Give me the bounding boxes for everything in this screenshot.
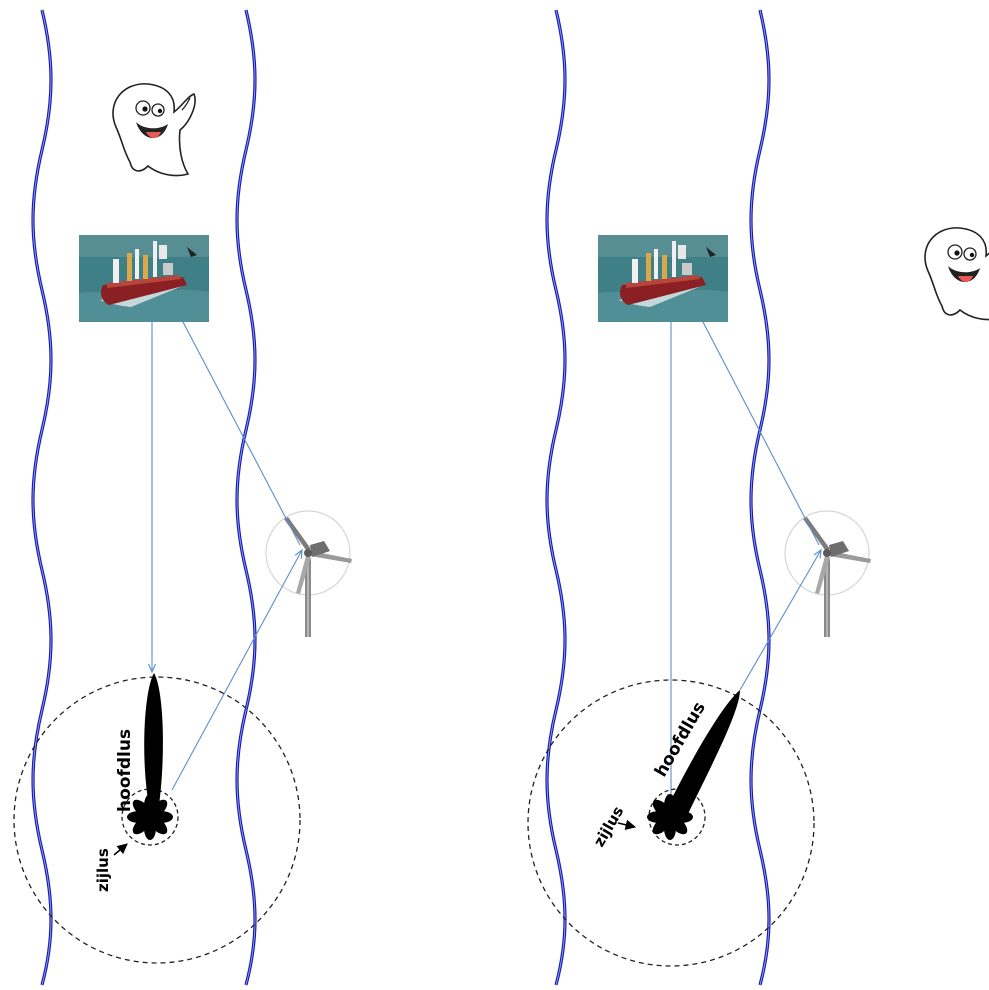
side-lobe-arrow [114,844,127,855]
side-lobe-arrow [618,823,635,827]
ghost-icon [925,228,989,320]
main-lobe-shape [144,673,163,812]
wind-turbine-icon [266,511,352,637]
river-bank-left [547,10,565,985]
river-bank-left [33,10,51,985]
wind-turbine-icon [785,511,871,637]
ship-image [79,235,209,322]
river-bank-right [751,10,769,985]
right-panel: hoofdlus zijlus [528,10,989,985]
side-lobe-label: zijlus [590,803,628,850]
river-bank-right [237,10,255,985]
ship-image [598,235,728,322]
ship-to-turbine-line [183,322,300,545]
ghost-icon [113,84,195,176]
ship-to-turbine-line [703,322,819,545]
main-lobe-label: hoofdlus [115,729,135,812]
side-lobe-label: zijlus [94,848,112,892]
radar-to-turbine-line [740,550,821,690]
left-panel: hoofdlus zijlus [14,10,352,985]
